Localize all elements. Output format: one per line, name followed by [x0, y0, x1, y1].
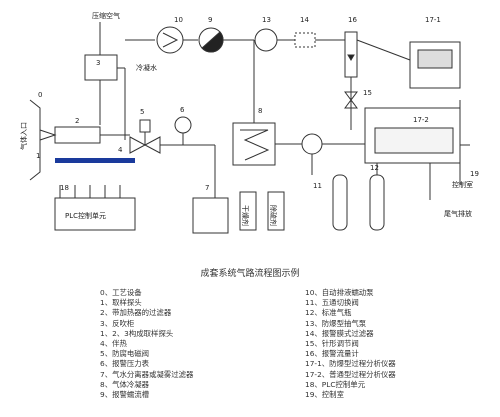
- legend-item: 15、针形调节阀: [305, 339, 359, 349]
- process-equipment: [29, 99, 41, 181]
- legend-item: 19、控制室: [305, 390, 344, 400]
- desulfurizer: [267, 191, 285, 231]
- dryer: [239, 191, 257, 231]
- num-12: 12: [370, 164, 379, 172]
- num-4: 4: [118, 146, 123, 154]
- num-5: 5: [140, 108, 144, 116]
- legend-item: 1、取样探头: [100, 298, 142, 308]
- legend-item: 3、反吹柜: [100, 318, 135, 328]
- num-13: 13: [262, 16, 271, 24]
- num-11: 11: [313, 182, 322, 190]
- peristaltic-pump: [156, 26, 184, 54]
- num-10: 10: [174, 16, 183, 24]
- legend-item: 10、自动排液蠕动泵: [305, 288, 374, 297]
- num-2: 2: [75, 117, 79, 125]
- num-16: 16: [348, 16, 357, 24]
- num-19: 19: [470, 170, 479, 178]
- pressure-gauge: [174, 116, 192, 134]
- gas-bottle-left: [332, 174, 348, 231]
- legend-item: 2、带加热器的过滤器: [100, 308, 172, 318]
- dry-agent-label: 干燥剂: [241, 205, 250, 226]
- legend-item: 17-1、防爆型过程分析仪器: [305, 359, 396, 369]
- legend-left: 0、工艺设备 1、取样探头 2、带加热器的过滤器 3、反吹柜 1、2、3构成取样…: [100, 288, 193, 400]
- sulfur-removal-label: 除硫剂: [269, 205, 278, 226]
- num-18: 18: [60, 184, 69, 192]
- legend-item: 8、气体冷凝器: [100, 379, 150, 389]
- legend-item: 18、PLC控制单元: [305, 379, 366, 389]
- legend-item: 9、报警蠕流槽: [100, 390, 150, 400]
- legend-item: 12、标准气瓶: [305, 308, 352, 318]
- plc-control-unit: [54, 197, 136, 231]
- explosion-proof-pump: [254, 28, 278, 52]
- num-6: 6: [180, 106, 185, 114]
- legend-item: 17-2、普通型过程分析仪器: [305, 369, 396, 379]
- five-way-valve: [301, 133, 323, 155]
- plc-label: PLC控制单元: [65, 211, 106, 220]
- legend-item: 5、防腐电磁阀: [100, 349, 150, 359]
- sampling-probe-filter: [54, 126, 101, 144]
- num-1: 1: [36, 152, 40, 160]
- control-room-label: 控制室: [452, 180, 473, 189]
- num-7: 7: [205, 184, 209, 192]
- gas-water-separator: [192, 197, 229, 234]
- standard-gas-bottle: [369, 174, 385, 231]
- legend-item: 13、防爆型抽气泵: [305, 318, 367, 328]
- num-17-1: 17-1: [425, 16, 441, 24]
- heater-tracing: [55, 158, 135, 163]
- legend-item: 6、报警压力表: [100, 359, 150, 369]
- legend-item: 11、五通切换阀: [305, 298, 359, 308]
- legend-right: 10、自动排液蠕动泵 11、五通切换阀 12、标准气瓶 13、防爆型抽气泵 14…: [305, 288, 396, 400]
- gas-inlet-label: 气体入口: [19, 122, 28, 150]
- blowback-cabinet: [84, 54, 118, 81]
- num-9: 9: [208, 16, 212, 24]
- diagram-caption: 成套系统气路流程图示例: [200, 269, 300, 279]
- num-14: 14: [300, 16, 309, 24]
- legend-item: 4、伴热: [100, 339, 127, 349]
- num-15: 15: [363, 89, 372, 97]
- legend-item: 7、气水分离器或凝雾过滤器: [100, 369, 194, 379]
- compressed-air-label: 压缩空气: [92, 11, 120, 20]
- membrane-filter: [294, 32, 316, 48]
- standard-analyzer: [374, 127, 454, 154]
- legend-item: 1、2、3构成取样探头: [100, 328, 174, 338]
- legend-item: 16、报警流量计: [305, 349, 359, 359]
- num-8: 8: [258, 107, 262, 115]
- tail-gas-label: 尾气排放: [444, 209, 472, 218]
- num-0: 0: [38, 91, 42, 99]
- num-3: 3: [96, 59, 100, 67]
- num-17-2: 17-2: [413, 116, 429, 124]
- legend-item: 14、报警膜式过滤器: [305, 328, 374, 338]
- legend-item: 0、工艺设备: [100, 288, 142, 297]
- condenser-water-label: 冷凝水: [136, 63, 157, 72]
